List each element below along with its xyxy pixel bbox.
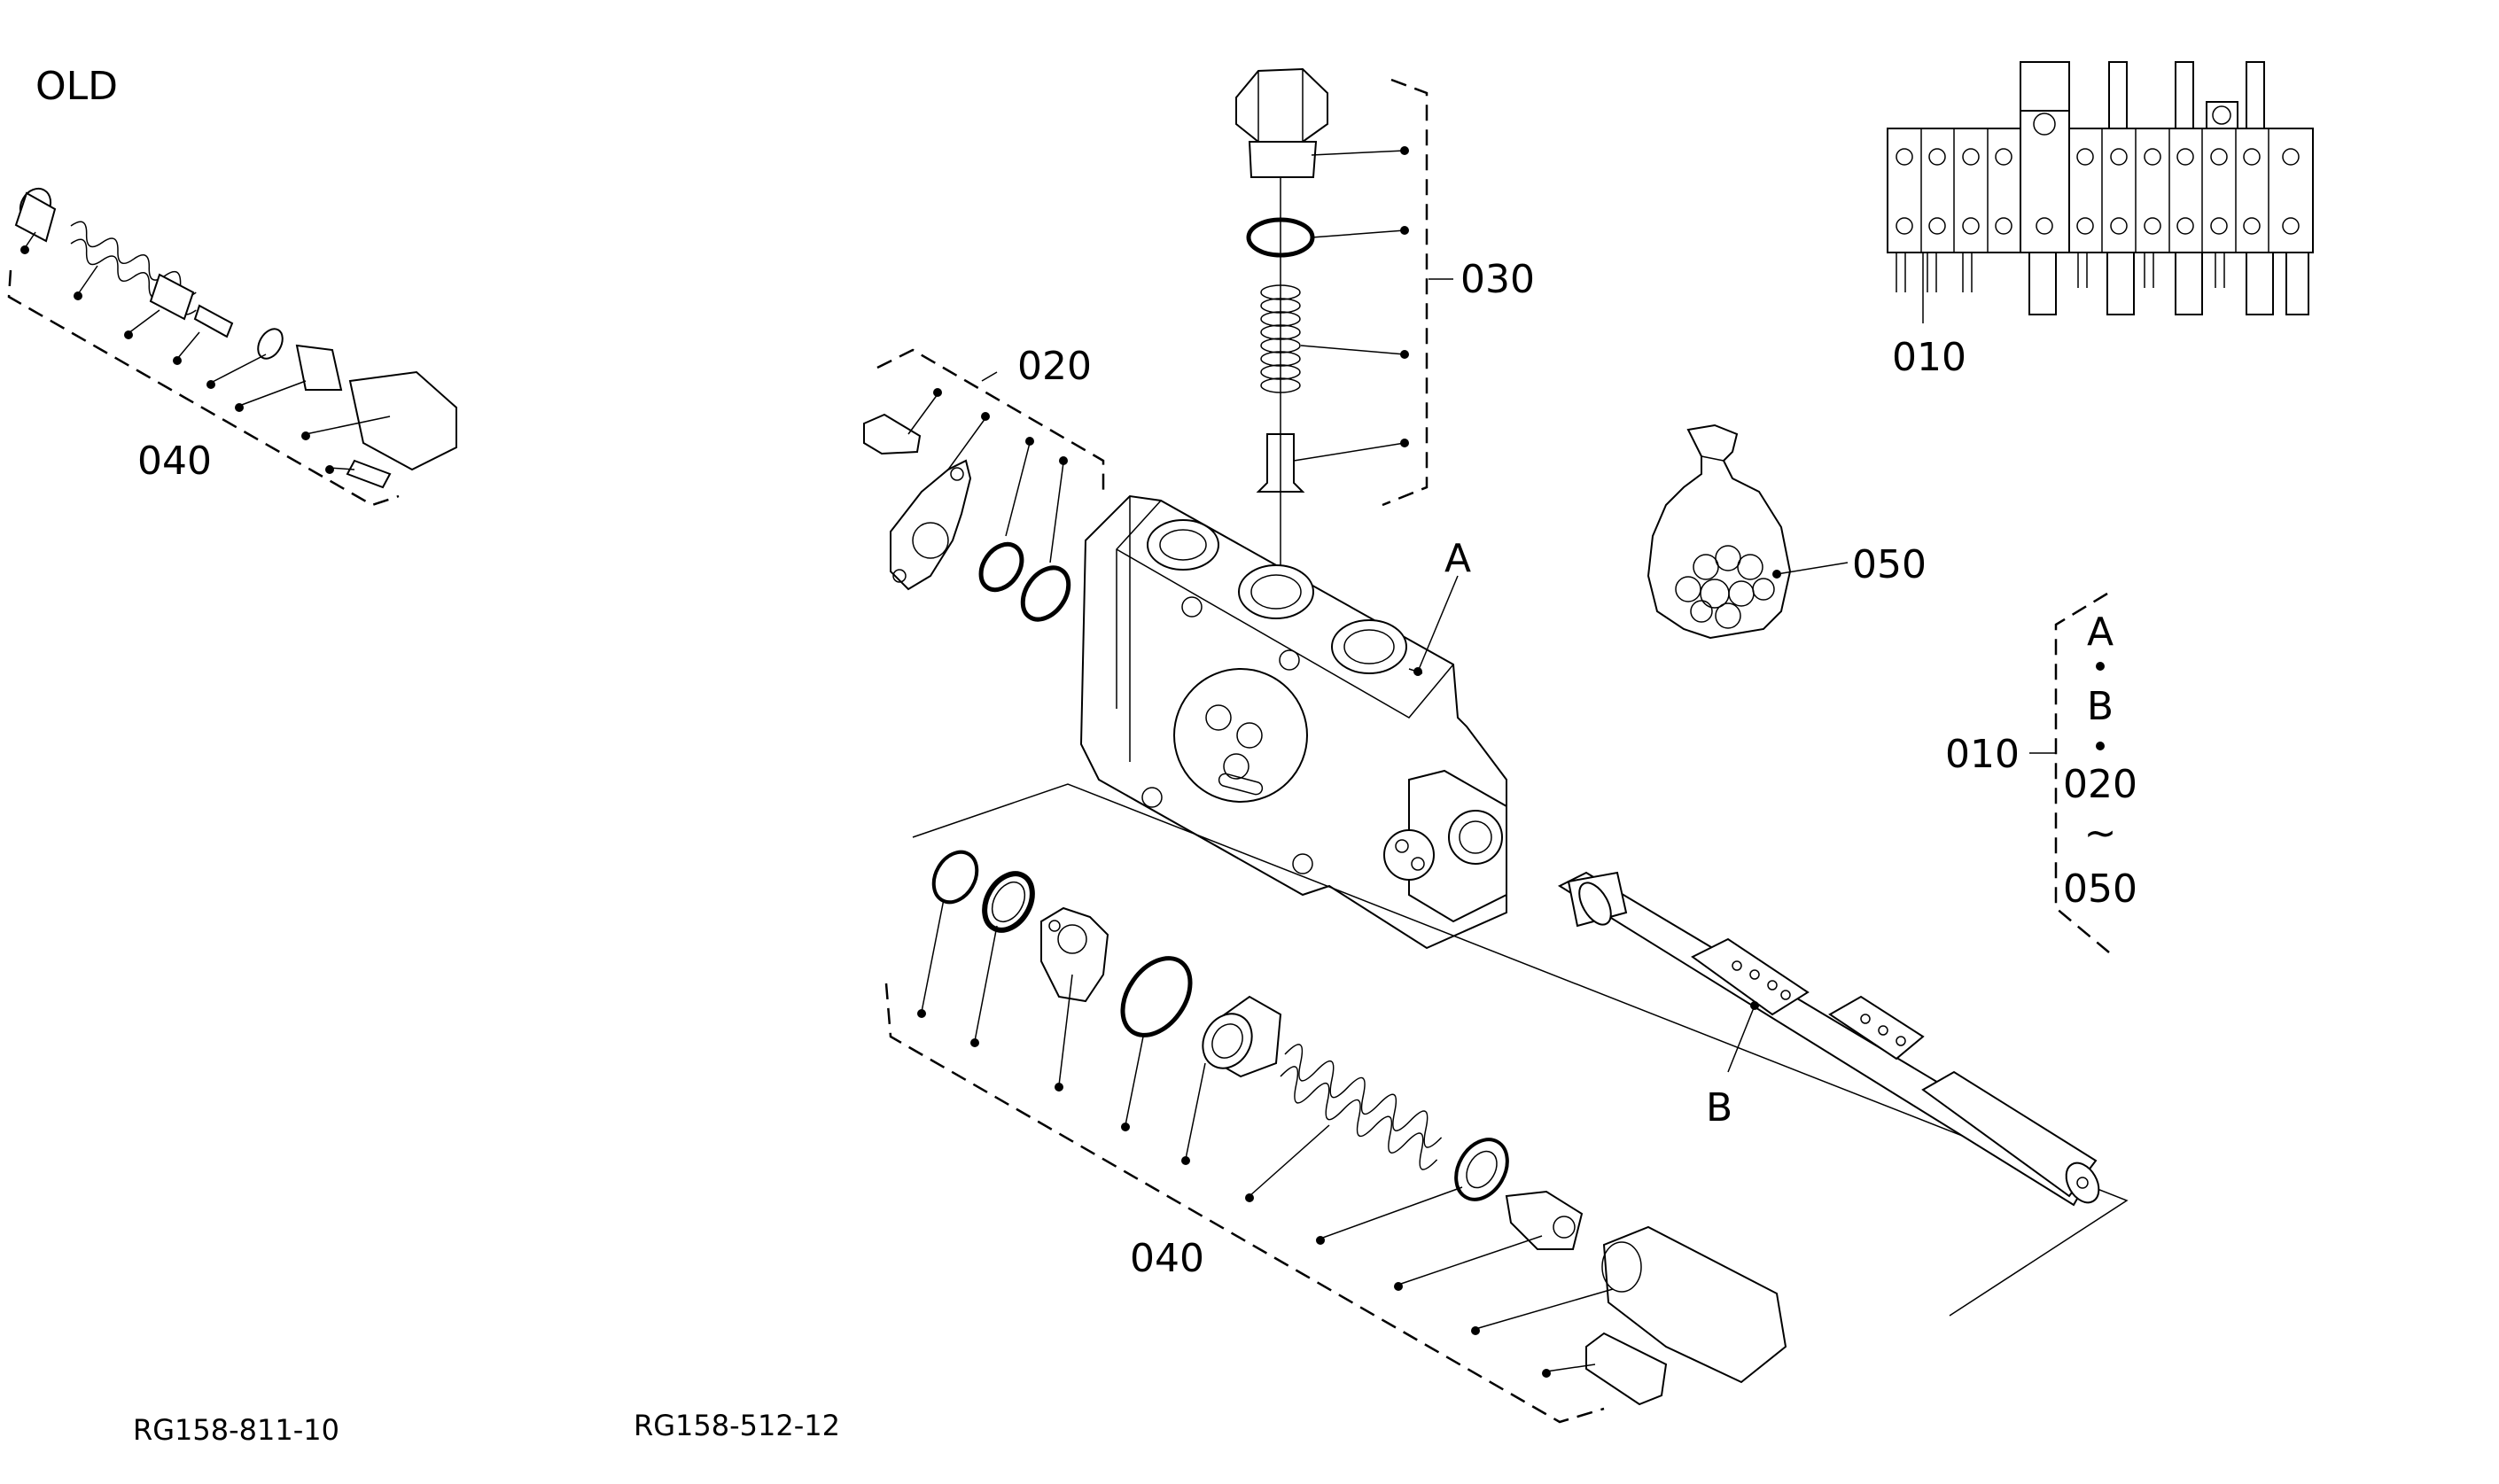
- callout-B: B: [1706, 1085, 1732, 1130]
- old-relief-valve-assembly: [7, 187, 457, 507]
- callout-010-top: 010: [1892, 335, 1966, 380]
- body-main-bore: [1173, 668, 1308, 803]
- body-port-1: [1147, 519, 1219, 571]
- kit-legend-ref: 010: [1945, 732, 2020, 777]
- flange-o-ring-2: [1020, 565, 1071, 622]
- kit-item-A: A: [2087, 610, 2114, 655]
- flange-o-ring-1: [978, 541, 1024, 593]
- old-sleeve: [149, 273, 195, 321]
- callout-050: 050: [1852, 542, 1927, 587]
- relief-o-ring-1: [931, 850, 979, 905]
- drawing-code-main: RG158-512-12: [634, 1409, 840, 1442]
- old-housing: [348, 370, 457, 471]
- control-valve-010: [1887, 61, 2314, 323]
- flange-plate: [890, 459, 972, 591]
- valve-body-A: [1079, 494, 1507, 950]
- old-cap: [14, 187, 57, 243]
- drawing-code-old: RG158-811-10: [133, 1413, 339, 1447]
- spool-B: [912, 783, 2129, 1317]
- old-version-label: OLD: [35, 64, 118, 109]
- flange-bolt: [863, 413, 922, 455]
- old-flange: [295, 344, 343, 391]
- kit-item-020: 020: [2063, 762, 2137, 807]
- kit-item-B: B: [2087, 684, 2114, 729]
- callout-040-old: 040: [137, 439, 212, 484]
- relief-backup-ring: [982, 871, 1035, 933]
- old-leaders: [20, 231, 391, 474]
- seal-kit-bag-050: [1647, 423, 1849, 640]
- callout-020: 020: [1017, 344, 1092, 389]
- relief-leaders: [917, 898, 1614, 1378]
- relief-sleeve: [1202, 995, 1282, 1078]
- body-port-2: [1238, 564, 1314, 619]
- seal-group-020: [863, 348, 1105, 622]
- callout-040-main: 040: [1130, 1236, 1204, 1281]
- relief-flange: [1040, 906, 1109, 1003]
- kit-item-050: 050: [2063, 866, 2137, 912]
- old-o-ring: [257, 328, 284, 360]
- hex-plug: [1235, 67, 1328, 178]
- callout-030: 030: [1460, 257, 1535, 302]
- relief-valve-assembly-040: [884, 850, 1787, 1424]
- relief-cap: [1602, 1225, 1787, 1384]
- old-poppet: [193, 304, 234, 338]
- kit-separator-dot-2: [2096, 742, 2105, 750]
- kit-range-symbol: ~: [2084, 811, 2117, 856]
- body-port-3: [1331, 619, 1407, 674]
- relief-poppet: [1505, 1190, 1584, 1250]
- relief-bolt: [1585, 1332, 1668, 1406]
- relief-seat: [1454, 1138, 1509, 1201]
- relief-spring: [1280, 1044, 1443, 1170]
- old-bolt: [346, 459, 392, 489]
- callout-A: A: [1444, 536, 1471, 581]
- plug-assembly-030: [1235, 67, 1453, 585]
- kit-legend: 010 A B 020 ~ 050: [1945, 592, 2137, 953]
- kit-separator-dot-1: [2096, 662, 2105, 671]
- relief-o-ring-2: [1120, 956, 1193, 1037]
